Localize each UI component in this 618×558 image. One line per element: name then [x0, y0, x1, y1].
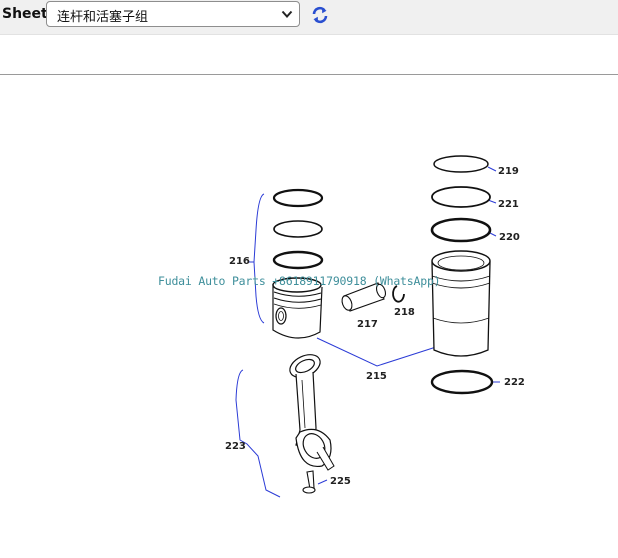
snap-ring — [392, 285, 405, 303]
piston-pin — [341, 282, 387, 312]
callout-216[interactable]: 216 — [229, 256, 250, 267]
header-divider — [0, 74, 618, 75]
callout-220[interactable]: 220 — [499, 232, 520, 243]
callout-217[interactable]: 217 — [357, 319, 378, 330]
refresh-icon[interactable] — [310, 5, 330, 25]
callout-225[interactable]: 225 — [330, 476, 351, 487]
callout-223[interactable]: 223 — [225, 441, 246, 452]
cylinder-liner — [431, 250, 491, 357]
sheet-select[interactable]: 连杆和活塞子组 — [46, 1, 300, 27]
toolbar: Sheet 连杆和活塞子组 — [0, 0, 618, 35]
callout-219[interactable]: 219 — [498, 166, 519, 177]
piston-rings — [272, 188, 324, 270]
connecting-rod — [289, 354, 335, 471]
liner-seal-rings — [430, 155, 492, 243]
callout-215[interactable]: 215 — [366, 371, 387, 382]
callout-221[interactable]: 221 — [498, 199, 519, 210]
sheet-label: Sheet — [2, 6, 48, 22]
sheet-select-value: 连杆和活塞子组 — [57, 10, 149, 25]
chevron-down-icon — [281, 10, 293, 18]
rod-bolt — [302, 470, 316, 494]
callout-222[interactable]: 222 — [504, 377, 525, 388]
liner-bottom-ring — [430, 369, 494, 395]
leader-lines — [235, 166, 500, 498]
watermark-text: Fudai Auto Parts +8618911790918 (WhatsAp… — [158, 274, 441, 288]
piston — [272, 277, 323, 339]
callout-218[interactable]: 218 — [394, 307, 415, 318]
